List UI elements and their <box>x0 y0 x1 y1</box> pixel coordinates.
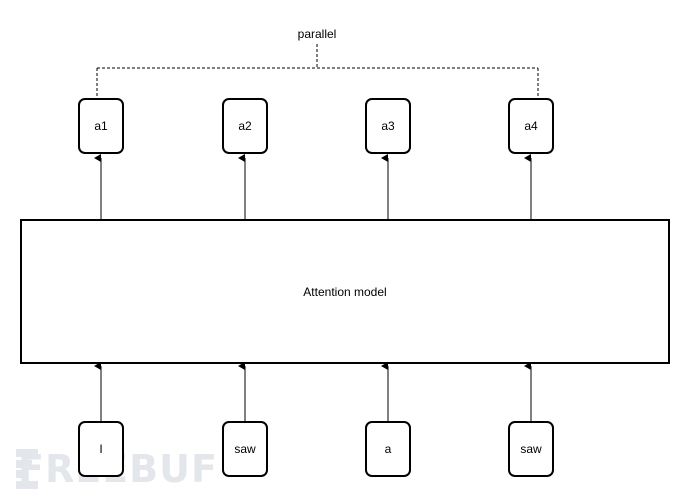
output-arrows <box>94 154 532 219</box>
output-node-a2: a2 <box>222 98 268 154</box>
attention-model-box: Attention model <box>20 219 670 364</box>
output-node-a1: a1 <box>78 98 124 154</box>
input-node-saw-1: saw <box>222 421 268 477</box>
output-node-a3: a3 <box>365 98 411 154</box>
input-node-a: a <box>365 421 411 477</box>
attention-model-label: Attention model <box>303 284 387 299</box>
input-node-i: I <box>78 421 124 477</box>
output-node-a4: a4 <box>508 98 554 154</box>
parallel-label: parallel <box>297 27 337 41</box>
freebuf-logo-icon <box>16 449 38 489</box>
input-node-saw-2: saw <box>508 421 554 477</box>
parallel-bracket <box>96 44 539 96</box>
input-arrows <box>94 362 532 421</box>
